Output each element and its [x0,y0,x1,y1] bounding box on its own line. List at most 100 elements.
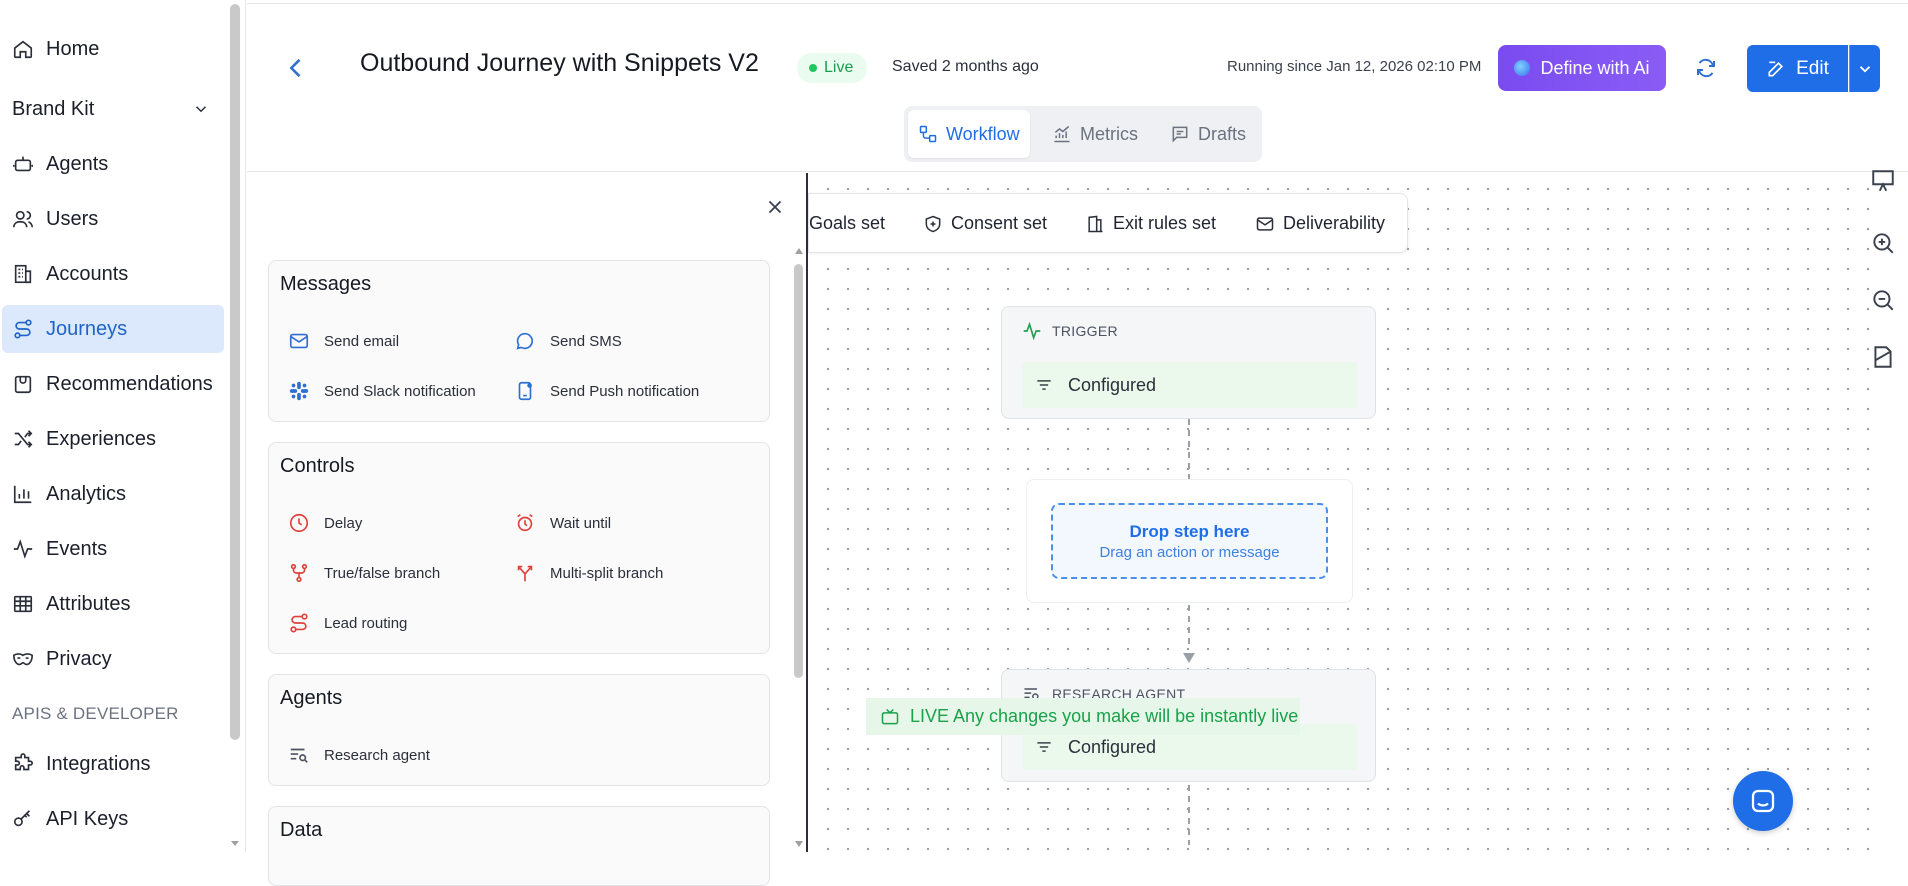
sidebar-item-events[interactable]: Events [2,525,224,573]
palette-item-send-slack[interactable]: Send Slack notification [288,380,476,402]
sidebar-item-label: Integrations [46,752,151,775]
live-banner-text: LIVE Any changes you make will be instan… [910,706,1299,726]
sidebar-item-experiences[interactable]: Experiences [2,415,224,463]
sidebar-item-label: Analytics [46,482,127,505]
palette-item-label: Send email [324,332,400,350]
refresh-icon[interactable] [1694,56,1718,80]
tv-icon [881,708,899,724]
sidebar-item-label: Attributes [46,592,131,615]
palette-item-label: Send Slack notification [324,382,476,400]
sidebar-item-brand-kit[interactable]: Brand Kit [2,85,224,133]
users-icon [13,210,33,228]
live-dot-icon [809,64,817,72]
sidebar-item-agents[interactable]: Agents [2,140,224,188]
home-icon [13,40,33,59]
mask-icon [13,653,33,666]
deliverability-button[interactable]: Deliverability [1255,213,1385,234]
tab-workflow[interactable]: Workflow [908,110,1030,158]
node-status-label: Configured [1068,736,1157,757]
sidebar-item-integrations[interactable]: Integrations [2,740,224,788]
edit-pencil-icon [1768,61,1784,76]
palette-item-delay[interactable]: Delay [288,512,362,534]
bar-chart-icon [13,485,32,504]
exit-rules-set-button[interactable]: Exit rules set [1085,213,1216,234]
sidebar-item-api-keys[interactable]: API Keys [2,795,224,843]
panel-scrollbar-thumb[interactable] [794,264,803,678]
shuffle-icon [14,430,33,448]
sidebar-item-label: Home [46,37,100,60]
route-icon [14,319,32,339]
palette-item-true-false-branch[interactable]: True/false branch [288,562,440,584]
palette-item-label: Send Push notification [550,382,700,400]
goals-set-button[interactable]: Goals set [809,213,885,234]
list-search-icon [290,748,308,763]
zoom-out-icon[interactable] [1870,287,1896,313]
back-arrow-icon[interactable] [282,54,310,82]
edit-button-label: Edit [1796,57,1829,79]
define-with-ai-button[interactable]: Define with Ai [1498,45,1666,91]
fit-view-icon[interactable] [1870,344,1896,370]
card-title: Controls [280,455,355,477]
sidebar-item-label: API Keys [46,807,129,830]
sidebar-item-journeys[interactable]: Journeys [2,305,224,353]
chat-bubble-icon [516,332,534,350]
view-tabs: Workflow Metrics Drafts [904,106,1262,162]
sidebar-item-label: Experiences [46,427,157,450]
palette-item-send-email[interactable]: Send email [288,330,399,352]
settings-item-label: Goals set [809,213,886,233]
chevron-down-icon [195,106,207,113]
tab-metrics[interactable]: Metrics [1042,110,1148,158]
sidebar-item-label: Recommendations [46,372,213,395]
palette-item-send-sms[interactable]: Send SMS [514,330,622,352]
sidebar-item-analytics[interactable]: Analytics [2,470,224,518]
palette-card-messages: Messages Send email Send SMS Send Slack … [268,260,770,422]
sidebar: Home Brand Kit Agents Users Accounts Jou… [0,0,246,852]
tab-drafts[interactable]: Drafts [1160,110,1256,158]
chat-launcher-button[interactable] [1733,771,1793,831]
presentation-icon[interactable] [1870,168,1896,194]
palette-item-label: Wait until [550,514,612,532]
edit-button[interactable]: Edit [1747,45,1848,92]
close-icon[interactable] [764,196,786,218]
sidebar-item-recommendations[interactable]: Recommendations [2,360,224,408]
sidebar-item-privacy[interactable]: Privacy [2,635,224,683]
palette-item-research-agent[interactable]: Research agent [288,744,430,766]
palette-item-lead-routing[interactable]: Lead routing [288,612,407,634]
sidebar-item-label: Agents [46,152,109,175]
palette-item-wait-until[interactable]: Wait until [514,512,611,534]
sidebar-scrollbar-thumb[interactable] [230,4,240,740]
card-title: Data [280,819,323,841]
message-square-icon [1172,126,1188,143]
consent-set-button[interactable]: Consent set [923,213,1047,234]
node-status-label: Configured [1068,374,1157,395]
zoom-in-icon[interactable] [1870,230,1896,256]
card-title: Agents [280,687,343,709]
sidebar-item-attributes[interactable]: Attributes [2,580,224,628]
scroll-up-arrow-icon[interactable] [794,247,804,255]
activity-icon [1023,321,1041,341]
settings-item-label: Deliverability [1283,213,1386,233]
drop-zone[interactable]: Drop step here Drag an action or message [1051,503,1328,579]
palette-item-multi-split-branch[interactable]: Multi-split branch [514,562,663,584]
palette-card-data: Data [268,806,770,886]
sidebar-item-users[interactable]: Users [2,195,224,243]
chat-icon [1751,789,1775,813]
scroll-down-arrow-icon[interactable] [230,838,240,848]
split-icon [517,565,533,582]
phone-icon [518,381,532,401]
tab-label: Drafts [1198,123,1247,144]
define-with-ai-label: Define with Ai [1540,57,1650,78]
edit-dropdown-button[interactable] [1849,45,1880,92]
trigger-node[interactable]: TRIGGER Configured [1001,306,1376,419]
scroll-down-arrow-icon[interactable] [794,840,804,848]
sidebar-item-accounts[interactable]: Accounts [2,250,224,298]
drop-zone-title: Drop step here [1129,521,1250,541]
journey-settings-bar: Goals set Consent set Exit rules set Del… [808,193,1408,253]
mail-check-icon [1256,216,1274,231]
shield-plus-icon [925,215,941,232]
saved-timestamp: Saved 2 months ago [892,58,1039,75]
palette-item-label: Lead routing [324,614,408,632]
tab-label: Metrics [1080,123,1138,144]
sidebar-item-home[interactable]: Home [2,25,224,73]
palette-item-send-push[interactable]: Send Push notification [514,380,699,402]
